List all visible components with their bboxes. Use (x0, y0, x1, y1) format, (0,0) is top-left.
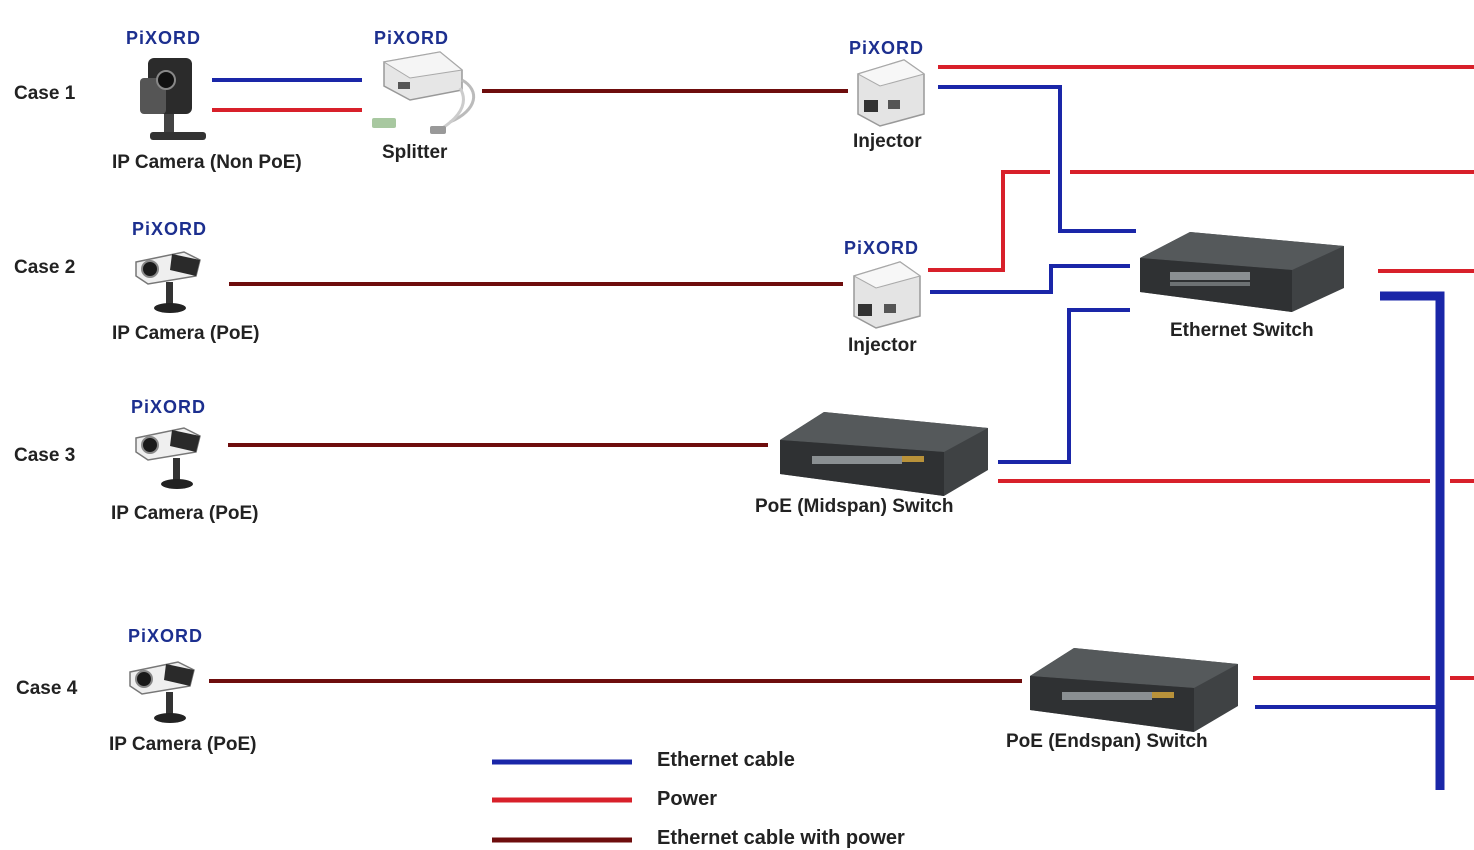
endspan-switch-label: PoE (Endspan) Switch (1006, 731, 1208, 752)
c2-injector-to-switch-ethernet (930, 264, 1130, 294)
brand-logo-camera-2: PiXORD (132, 219, 208, 239)
midspan-switch-icon (780, 412, 988, 496)
case-3-label: Case 3 (14, 445, 76, 466)
ethernet-switch-label: Ethernet Switch (1170, 320, 1314, 341)
brand-logo-camera-1: PiXORD (126, 28, 202, 48)
case-1-label: Case 1 (14, 83, 76, 104)
camera-poe-4-label: IP Camera (PoE) (109, 734, 257, 755)
injector-2-icon (852, 261, 922, 329)
camera-nonpoe-icon (140, 58, 206, 140)
splitter-icon (372, 51, 476, 134)
c3-midspan-to-switch-ethernet (998, 308, 1130, 464)
brand-logo-injector-1: PiXORD (849, 38, 925, 58)
ethernet-switch-icon (1140, 232, 1344, 312)
case-2-label: Case 2 (14, 257, 76, 278)
brand-logo-camera-4: PiXORD (128, 626, 204, 646)
injector-1-label: Injector (853, 131, 922, 152)
injector-1-icon (856, 59, 926, 127)
camera-poe-2-label: IP Camera (PoE) (112, 323, 260, 344)
midspan-switch-label: PoE (Midspan) Switch (755, 496, 954, 517)
camera-poe-3-icon (135, 427, 201, 489)
camera-poe-3-label: IP Camera (PoE) (111, 503, 259, 524)
camera-poe-4-icon (129, 661, 195, 723)
c1-injector-to-switch-ethernet (938, 85, 1136, 233)
legend-ethernet-with-power-label: Ethernet cable with power (657, 827, 905, 849)
switch-uplink-ethernet (1380, 291, 1445, 790)
injector-2-label: Injector (848, 335, 917, 356)
camera-poe-2-icon (135, 251, 201, 313)
legend-power-label: Power (657, 788, 718, 810)
endspan-switch-icon (1030, 648, 1238, 732)
case-4-label: Case 4 (16, 678, 78, 699)
splitter-label: Splitter (382, 142, 448, 163)
c2-injector-power-out (928, 170, 1050, 272)
camera-nonpoe-label: IP Camera (Non PoE) (112, 152, 302, 173)
brand-logo-splitter: PiXORD (374, 28, 450, 48)
legend-ethernet-label: Ethernet cable (657, 749, 795, 771)
brand-logo-injector-2: PiXORD (844, 238, 920, 258)
brand-logo-camera-3: PiXORD (131, 397, 207, 417)
